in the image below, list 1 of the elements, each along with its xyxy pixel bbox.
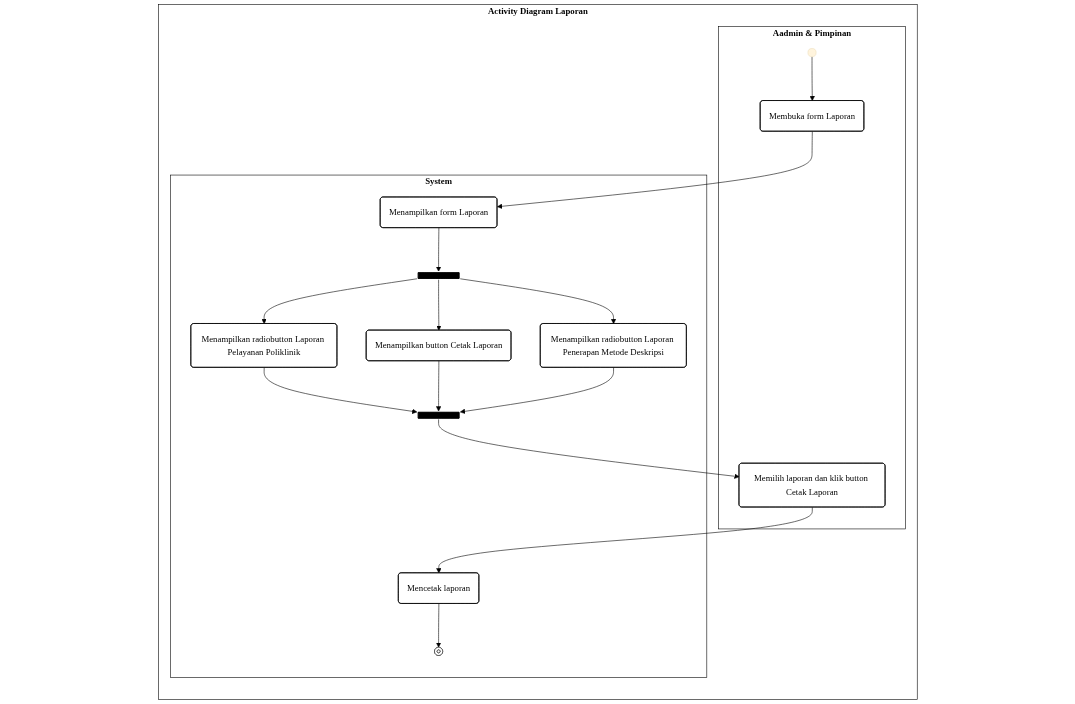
node-circle — [807, 48, 816, 57]
